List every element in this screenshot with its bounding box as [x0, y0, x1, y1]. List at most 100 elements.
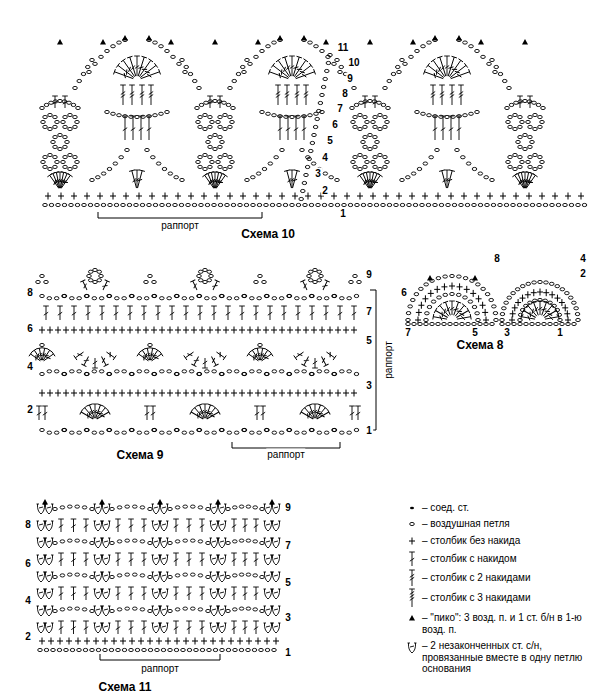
- stitch-stroke: [210, 280, 219, 291]
- stitch-stroke: [41, 349, 52, 362]
- single-crochet: [175, 327, 181, 334]
- stitch-stroke: [173, 553, 179, 566]
- chain-stitch: [572, 301, 577, 304]
- chain-stitch: [77, 648, 82, 651]
- double-crochet: [217, 96, 223, 108]
- single-crochet: [416, 309, 422, 316]
- chain-stitch: [194, 648, 199, 651]
- stitch-stroke: [295, 69, 316, 81]
- single-crochet: [435, 193, 441, 200]
- stitch-stroke: [253, 553, 259, 566]
- double-crochet: [527, 96, 533, 108]
- double-crochet: [225, 306, 231, 320]
- chain-stitch: [133, 573, 138, 576]
- stitch-stroke: [214, 174, 228, 190]
- chain-stitch: [197, 428, 202, 431]
- chain-stitch: [246, 573, 251, 576]
- chain-stitch: [448, 322, 453, 325]
- stitch-stroke: [135, 170, 145, 189]
- double-crochet: [231, 519, 237, 532]
- stitch-stroke: [409, 552, 415, 566]
- chain-stitch: [61, 160, 66, 163]
- stitch-stroke: [138, 116, 144, 140]
- cluster-stitch: [152, 572, 161, 582]
- single-crochet: [418, 302, 424, 309]
- scheme-caption: Схема 10: [240, 228, 296, 241]
- chain-stitch: [463, 277, 468, 280]
- cluster-stitch: [210, 589, 219, 599]
- single-crochet: [192, 638, 198, 645]
- chain-stitch: [166, 203, 171, 206]
- chain-stitch: [68, 127, 73, 130]
- chain-stitch: [213, 99, 218, 102]
- chain-stitch: [354, 428, 359, 431]
- double-crochet: [169, 306, 175, 320]
- chain-stitch: [520, 285, 525, 288]
- single-crochet: [287, 390, 293, 397]
- chain-stitch: [198, 165, 203, 168]
- chain-stitch: [226, 609, 231, 612]
- chain-stitch: [213, 648, 218, 651]
- cluster-stitch: [94, 589, 103, 599]
- chain-stitch: [523, 99, 528, 102]
- chain-stitch: [511, 292, 516, 295]
- chain-stitch: [239, 539, 244, 542]
- chain-stitch: [502, 79, 507, 82]
- stitch-stroke: [140, 69, 161, 81]
- double-crochet: [139, 85, 145, 105]
- chain-stitch: [365, 120, 370, 123]
- double-crochet: [138, 116, 144, 140]
- chain-stitch: [253, 506, 258, 509]
- chain-stitch: [391, 72, 396, 75]
- double-crochet: [450, 69, 471, 81]
- chain-stitch: [250, 297, 255, 300]
- chain-stitch: [439, 203, 444, 206]
- chain-stitch: [260, 507, 265, 510]
- chain-stitch: [264, 372, 269, 375]
- chain-stitch: [105, 110, 110, 113]
- chain-stitch: [48, 127, 53, 130]
- cluster-stitch: [37, 555, 46, 565]
- double-crochet: [130, 116, 136, 140]
- stitch-stroke: [83, 587, 89, 600]
- chain-stitch: [107, 372, 112, 375]
- chain-stitch: [168, 172, 173, 175]
- cluster-stitch: [152, 623, 161, 633]
- legend-text: – столбик без накида: [422, 535, 520, 547]
- chain-stitch: [197, 86, 202, 89]
- chain-stitch: [144, 297, 149, 300]
- chain-stitch: [129, 372, 134, 375]
- chain-stitch: [223, 113, 228, 116]
- single-crochet: [228, 638, 234, 645]
- double-crochet: [186, 621, 192, 634]
- chain-stitch: [73, 125, 78, 128]
- pico-mark: [255, 39, 261, 45]
- double-crochet: [42, 406, 48, 420]
- chain-stitch: [250, 370, 255, 373]
- cluster-stitch: [210, 555, 219, 565]
- chain-stitch: [450, 274, 455, 277]
- chain-stitch: [108, 203, 113, 206]
- double-crochet: [146, 116, 152, 140]
- chain-stitch: [451, 115, 456, 118]
- chain-stitch: [53, 165, 58, 168]
- stitch-stroke: [59, 174, 73, 190]
- single-crochet: [183, 390, 189, 397]
- chain-stitch: [137, 297, 142, 300]
- single-crochet: [327, 327, 333, 334]
- single-crochet: [199, 327, 205, 334]
- stitch-stroke: [295, 306, 301, 320]
- chain-stitch: [148, 609, 153, 612]
- chain-stitch: [251, 203, 256, 206]
- row-number: 5: [365, 335, 373, 346]
- single-crochet: [343, 327, 349, 334]
- chain-stitch: [409, 55, 414, 58]
- single-crochet: [111, 327, 117, 334]
- stitch-stroke: [260, 406, 266, 420]
- chain-stitch: [523, 133, 528, 136]
- cluster-stitch: [45, 623, 54, 633]
- stitch-stroke: [444, 170, 450, 188]
- single-crochet: [127, 390, 133, 397]
- single-crochet: [480, 302, 486, 309]
- chain-stitch: [347, 431, 352, 434]
